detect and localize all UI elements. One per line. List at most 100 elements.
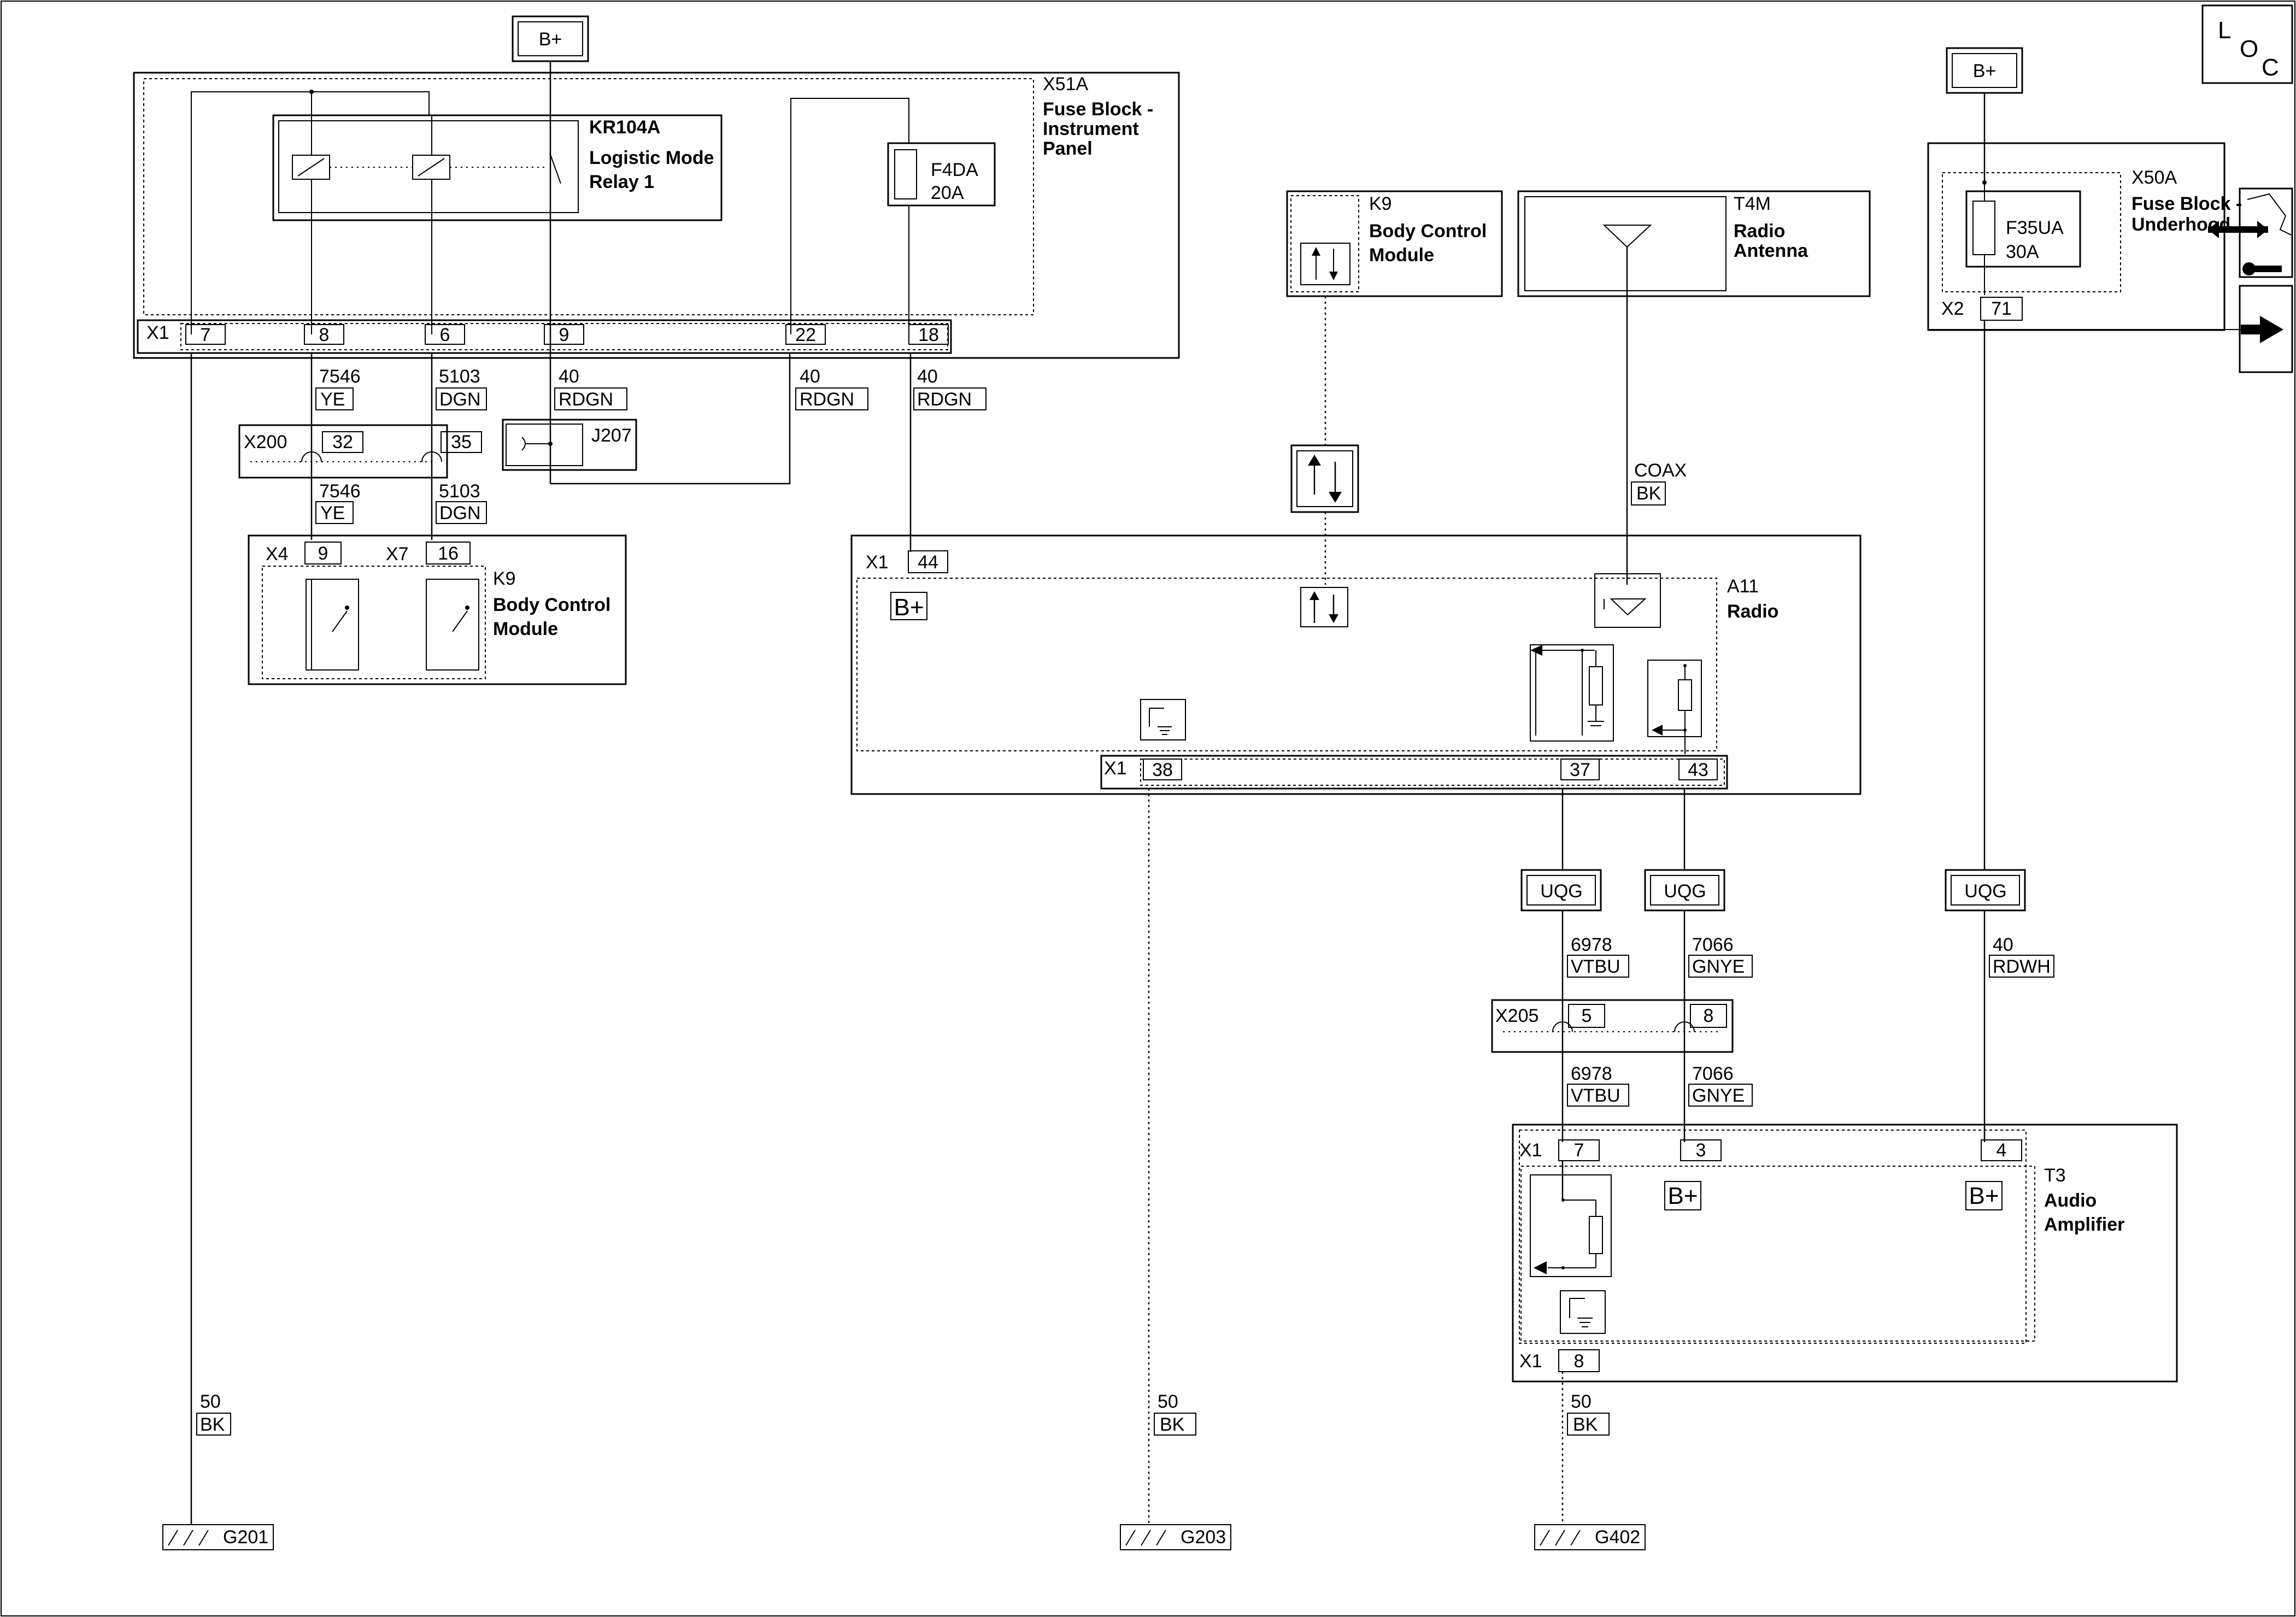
fuse-block-x51a: X51A Fuse Block - Instrument Panel KR104…	[133, 72, 1180, 359]
svg-text:3: 3	[1696, 1140, 1706, 1161]
connector-x200: X200 32 35	[238, 424, 482, 479]
radio-antenna-t4m: T4M Radio Antenna	[1517, 190, 1871, 297]
svg-text:X1: X1	[1104, 758, 1127, 779]
svg-text:B+: B+	[1973, 61, 1996, 81]
svg-text:7546: 7546	[319, 481, 361, 502]
svg-text:BK: BK	[1573, 1414, 1598, 1435]
svg-text:22: 22	[795, 325, 816, 345]
wire-label-5103-dgn-2: 5103 DGN	[436, 481, 487, 524]
svg-text:40: 40	[800, 366, 820, 387]
wire-label-coax: COAX BK	[1631, 460, 1687, 505]
x200-id: X200	[244, 432, 287, 452]
svg-text:B+: B+	[1969, 1183, 1999, 1209]
svg-text:BK: BK	[1160, 1414, 1185, 1435]
connector-x205: X205 5 8	[1491, 999, 1734, 1053]
ground-g201: G201	[162, 1524, 274, 1550]
svg-text:VTBU: VTBU	[1571, 956, 1620, 977]
svg-text:RDGN: RDGN	[559, 389, 613, 410]
x51a-conn-label: X1	[146, 322, 169, 343]
fuse-f4da-id: F4DA	[931, 160, 978, 180]
svg-text:X1: X1	[1519, 1351, 1542, 1372]
svg-text:T3: T3	[2044, 1165, 2066, 1186]
wire-label-50-bk-3: 50 BK	[1567, 1391, 1610, 1436]
svg-text:YE: YE	[320, 389, 345, 410]
wire-label-6978-vtbu-2: 6978 VTBU	[1567, 1063, 1629, 1107]
svg-text:UQG: UQG	[1964, 881, 2006, 902]
svg-text:X1: X1	[1519, 1140, 1542, 1161]
relay-name-1: Logistic Mode	[589, 148, 714, 168]
svg-text:16: 16	[438, 543, 459, 564]
x51a-pin: 18	[908, 324, 949, 345]
data-bus-symbol	[1290, 444, 1359, 513]
svg-text:71: 71	[1991, 298, 2012, 319]
wire-label-6978-vtbu: 6978 VTBU	[1567, 934, 1629, 978]
fuse-f4da	[887, 142, 996, 207]
svg-text:G201: G201	[223, 1527, 268, 1548]
svg-text:43: 43	[1688, 760, 1708, 780]
svg-text:X4: X4	[266, 544, 289, 565]
svg-text:K9: K9	[493, 568, 516, 589]
svg-text:RDWH: RDWH	[1993, 956, 2051, 977]
svg-text:DGN: DGN	[439, 503, 481, 524]
svg-text:Body Control: Body Control	[493, 595, 610, 615]
wire-label-7066-gnye: 7066 GNYE	[1688, 934, 1753, 978]
svg-text:T4M: T4M	[1734, 193, 1771, 214]
wire-label-7546-ye: 7546 YE	[315, 366, 361, 410]
wire-label-7066-gnye-2: 7066 GNYE	[1688, 1063, 1753, 1107]
svg-text:30A: 30A	[2006, 242, 2039, 262]
k9-switch-2	[426, 579, 479, 671]
x51a-pin: 7	[185, 324, 226, 345]
svg-text:X1: X1	[866, 552, 889, 573]
svg-text:A11: A11	[1727, 576, 1759, 597]
wire-label-40-rdgn-3: 40 RDGN	[913, 366, 986, 410]
svg-text:40: 40	[917, 366, 938, 387]
relay-id: KR104A	[589, 117, 660, 138]
svg-text:7: 7	[1574, 1140, 1584, 1161]
svg-text:50: 50	[200, 1391, 221, 1412]
ground-g203: G203	[1120, 1524, 1231, 1550]
module-k9-left: X4 9 X7 16 K9 Body Control Module	[248, 534, 627, 685]
svg-text:9: 9	[318, 543, 328, 564]
svg-text:Amplifier: Amplifier	[2044, 1214, 2124, 1235]
fuse-f4da-rating: 20A	[931, 183, 964, 203]
wire-label-5103-dgn: 5103 DGN	[436, 366, 487, 410]
supply-bplus-right: B+	[1946, 47, 2023, 94]
x51a-pin: 22	[785, 324, 826, 345]
svg-text:Body Control: Body Control	[1369, 221, 1487, 242]
wire-label-50-bk-2: 50 BK	[1154, 1391, 1196, 1436]
svg-text:K9: K9	[1369, 193, 1392, 214]
svg-text:7: 7	[201, 325, 211, 345]
relay-name-2: Relay 1	[589, 172, 654, 192]
svg-text:J207: J207	[591, 425, 632, 446]
supply-label: B+	[539, 29, 562, 50]
svg-text:6978: 6978	[1571, 1063, 1612, 1084]
svg-text:RDGN: RDGN	[917, 389, 972, 410]
svg-text:RDGN: RDGN	[800, 389, 854, 410]
supply-bplus-top: B+	[512, 15, 589, 62]
svg-text:6978: 6978	[1571, 934, 1612, 955]
svg-text:VTBU: VTBU	[1571, 1085, 1620, 1106]
svg-text:35: 35	[451, 432, 472, 452]
svg-text:UQG: UQG	[1540, 881, 1582, 902]
svg-text:DGN: DGN	[439, 389, 481, 410]
wire-label-50-bk-1: 50 BK	[196, 1391, 231, 1436]
svg-text:8: 8	[1574, 1351, 1584, 1372]
svg-text:Module: Module	[493, 619, 558, 639]
svg-text:L: L	[2218, 17, 2231, 44]
x51a-pin: 6	[425, 324, 465, 345]
svg-text:9: 9	[559, 325, 569, 345]
svg-text:GNYE: GNYE	[1692, 956, 1745, 977]
x51a-connector	[137, 319, 952, 354]
splice-j207: J207	[502, 419, 637, 471]
svg-text:BK: BK	[1636, 483, 1661, 504]
svg-text:5: 5	[1582, 1006, 1592, 1026]
svg-text:40: 40	[1993, 934, 2013, 955]
svg-text:7066: 7066	[1692, 934, 1734, 955]
wire-label-7546-ye-2: 7546 YE	[315, 481, 361, 524]
svg-text:5103: 5103	[439, 481, 480, 502]
wire-22	[550, 353, 791, 485]
wire-label-40-rdgn-2: 40 RDGN	[795, 366, 868, 410]
svg-text:X7: X7	[386, 544, 409, 565]
